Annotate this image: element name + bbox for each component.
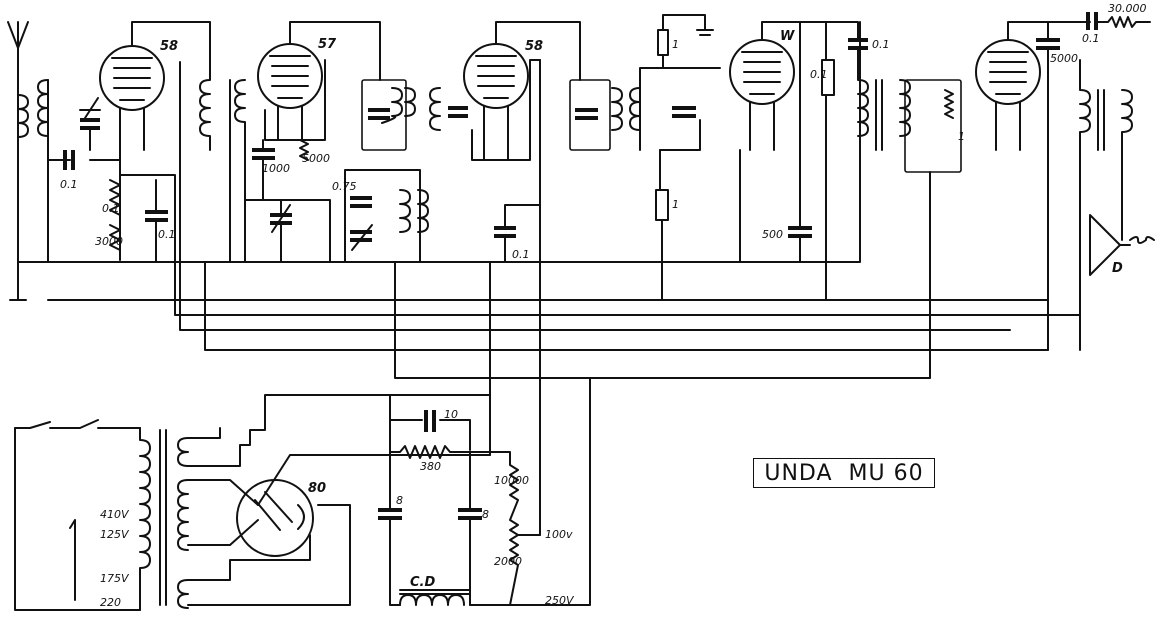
tube-output: [975, 21, 1091, 151]
label-v-175: 175V: [100, 572, 130, 585]
choke-cd: C.D: [399, 575, 471, 606]
label-c-5000: 5000: [1050, 52, 1078, 65]
label-c-075: 0.75: [332, 180, 357, 193]
label-v-250: 250V: [545, 594, 575, 607]
antenna-coil: [17, 79, 49, 138]
tube-57-label: 57: [318, 37, 337, 52]
label-c-01-e: 0.1: [1082, 32, 1100, 45]
label-r-30000: 30.000: [1108, 2, 1147, 15]
label-c-500: 500: [762, 228, 783, 241]
tube-58-first: 58: [99, 21, 211, 151]
if-transformer-1: [361, 79, 416, 151]
supply-bus-lines: [17, 21, 1081, 536]
tube-57: 57: [257, 21, 381, 141]
model-name: MU 60: [848, 460, 924, 486]
if-transformer-2: [569, 79, 641, 151]
brand-name: UNDA: [764, 460, 833, 486]
rectifier-tube-80: 80: [236, 479, 326, 557]
tube-58-first-label: 58: [160, 39, 178, 54]
label-r-1a: 1: [672, 38, 679, 51]
label-c-10: 10: [444, 408, 458, 421]
label-c-1000: 1000: [262, 162, 290, 175]
label-r-380: 380: [420, 460, 441, 473]
label-v-220: 220: [100, 596, 121, 609]
label-r-01: 0.1: [102, 202, 120, 215]
label-r-1b: 1: [672, 198, 679, 211]
label-r-2000: 2000: [494, 555, 522, 568]
label-c-8b: 8: [482, 508, 489, 521]
label-speaker: D: [1112, 261, 1123, 276]
label-v-410: 410V: [100, 508, 130, 521]
label-r-01-b: 0.1: [810, 68, 828, 81]
rectifier-label: 80: [308, 481, 326, 496]
tube-58-second-label: 58: [525, 39, 543, 54]
label-c-8a: 8: [396, 494, 403, 507]
power-section: 410V 125V 175V 220: [14, 394, 491, 611]
model-title-box: UNDA MU 60: [753, 458, 935, 488]
filter-network: 8 10 380 8 10000 2000 100v 250V: [378, 377, 591, 607]
label-r-5000: 5000: [302, 152, 330, 165]
label-r-1c: 1: [958, 130, 965, 143]
label-c-01-d: 0.1: [872, 38, 890, 51]
label-choke: C.D: [410, 575, 435, 590]
label-c-01-b: 0.1: [158, 228, 176, 241]
label-v-125: 125V: [100, 528, 130, 541]
antenna-symbol: [7, 21, 29, 301]
label-r-3000: 3000: [95, 235, 123, 248]
label-r-10000: 10000: [494, 474, 529, 487]
label-c-01-c: 0.1: [512, 248, 530, 261]
label-v-100: 100v: [545, 528, 573, 541]
tube-58-second: 58: [463, 21, 581, 161]
tube-w: W: [729, 21, 831, 263]
tube-w-label: W: [780, 29, 795, 44]
label-c-01-a: 0.1: [60, 178, 78, 191]
